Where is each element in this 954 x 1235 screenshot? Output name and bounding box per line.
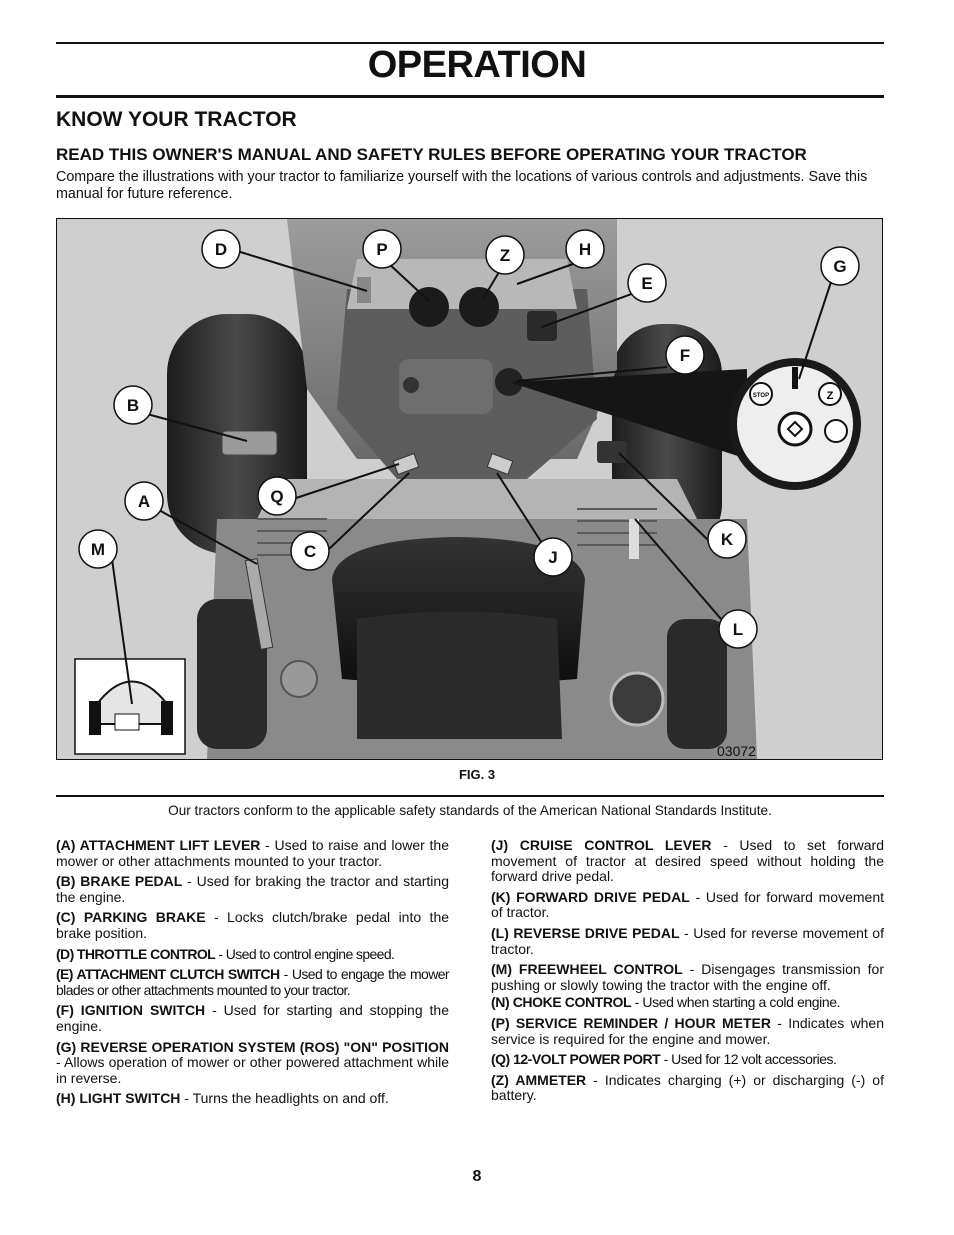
callout-p: P: [376, 240, 387, 259]
figure-caption: FIG. 3: [458, 767, 496, 782]
svg-text:STOP: STOP: [753, 393, 769, 399]
hour-meter-gauge: [409, 287, 449, 327]
callout-k: K: [721, 530, 734, 549]
ammeter-gauge: [459, 287, 499, 327]
ansi-note: Our tractors conform to the applicable s…: [168, 803, 772, 818]
callout-m: M: [91, 540, 105, 559]
list-item: (L) REVERSE DRIVE PEDAL - Used for rever…: [491, 924, 884, 957]
callout-f: F: [680, 346, 690, 365]
callout-g: G: [833, 257, 846, 276]
section-heading: KNOW YOUR TRACTOR: [56, 108, 297, 131]
left-column: (A) ATTACHMENT LIFT LEVER - Used to rais…: [56, 837, 450, 1112]
list-item: (Q) 12-VOLT POWER PORT - Used for 12 vol…: [491, 1051, 837, 1068]
page-number: 8: [472, 1168, 482, 1185]
list-item: (B) BRAKE PEDAL - Used for braking the t…: [56, 873, 449, 905]
image-code: 03072: [717, 743, 756, 759]
list-item: (J) CRUISE CONTROL LEVER - Used to set f…: [491, 837, 885, 885]
list-item: (Z) AMMETER - Indicates charging (+) or …: [491, 1071, 884, 1104]
tractor-figure: STOP Z: [56, 218, 883, 760]
list-item: (K) FORWARD DRIVE PEDAL - Used for forwa…: [491, 888, 884, 921]
callout-c: C: [304, 542, 316, 561]
callout-d: D: [215, 240, 227, 259]
list-item: (N) CHOKE CONTROL - Used when starting a…: [491, 994, 841, 1011]
brake-pedal: [221, 430, 278, 456]
right-column: (J) CRUISE CONTROL LEVER - Used to set f…: [491, 837, 885, 1109]
callout-l: L: [733, 620, 743, 639]
list-item: (M) FREEWHEEL CONTROL - Disengages trans…: [491, 961, 884, 993]
list-item: (A) ATTACHMENT LIFT LEVER - Used to rais…: [56, 837, 449, 869]
callout-e: E: [641, 274, 652, 293]
forward-pedal: [597, 441, 627, 463]
callout-h: H: [579, 240, 591, 259]
list-item: (F) IGNITION SWITCH - Used for starting …: [56, 1002, 449, 1034]
list-item: (G) REVERSE OPERATION SYSTEM (ROS) "ON" …: [56, 1038, 449, 1086]
callout-a: A: [138, 492, 150, 511]
tractor-illustration: STOP Z: [57, 219, 882, 759]
section-subheading: READ THIS OWNER'S MANUAL AND SAFETY RULE…: [56, 145, 807, 164]
callout-q: Q: [270, 487, 283, 506]
ansi-rule: [56, 795, 884, 797]
intro-text: Compare the illustrations with your trac…: [56, 169, 868, 202]
reverse-pedal: [629, 519, 639, 559]
top-rule: [56, 42, 884, 44]
callout-z: Z: [500, 246, 510, 265]
list-item: (C) PARKING BRAKE - Locks clutch/brake p…: [56, 909, 450, 941]
callout-j: J: [548, 548, 557, 567]
callout-b: B: [127, 396, 139, 415]
cup-holder: [609, 671, 665, 727]
list-item: (P) SERVICE REMINDER / HOUR METER - Indi…: [491, 1014, 884, 1047]
title-rule: [56, 95, 884, 98]
list-item: (D) THROTTLE CONTROL - Used to control e…: [56, 945, 395, 962]
page-title: OPERATION: [367, 44, 587, 86]
svg-text:Z: Z: [827, 390, 834, 402]
list-item: (E) ATTACHMENT CLUTCH SWITCH - Used to e…: [56, 966, 450, 998]
list-item: (H) LIGHT SWITCH - Turns the headlights …: [56, 1090, 389, 1107]
